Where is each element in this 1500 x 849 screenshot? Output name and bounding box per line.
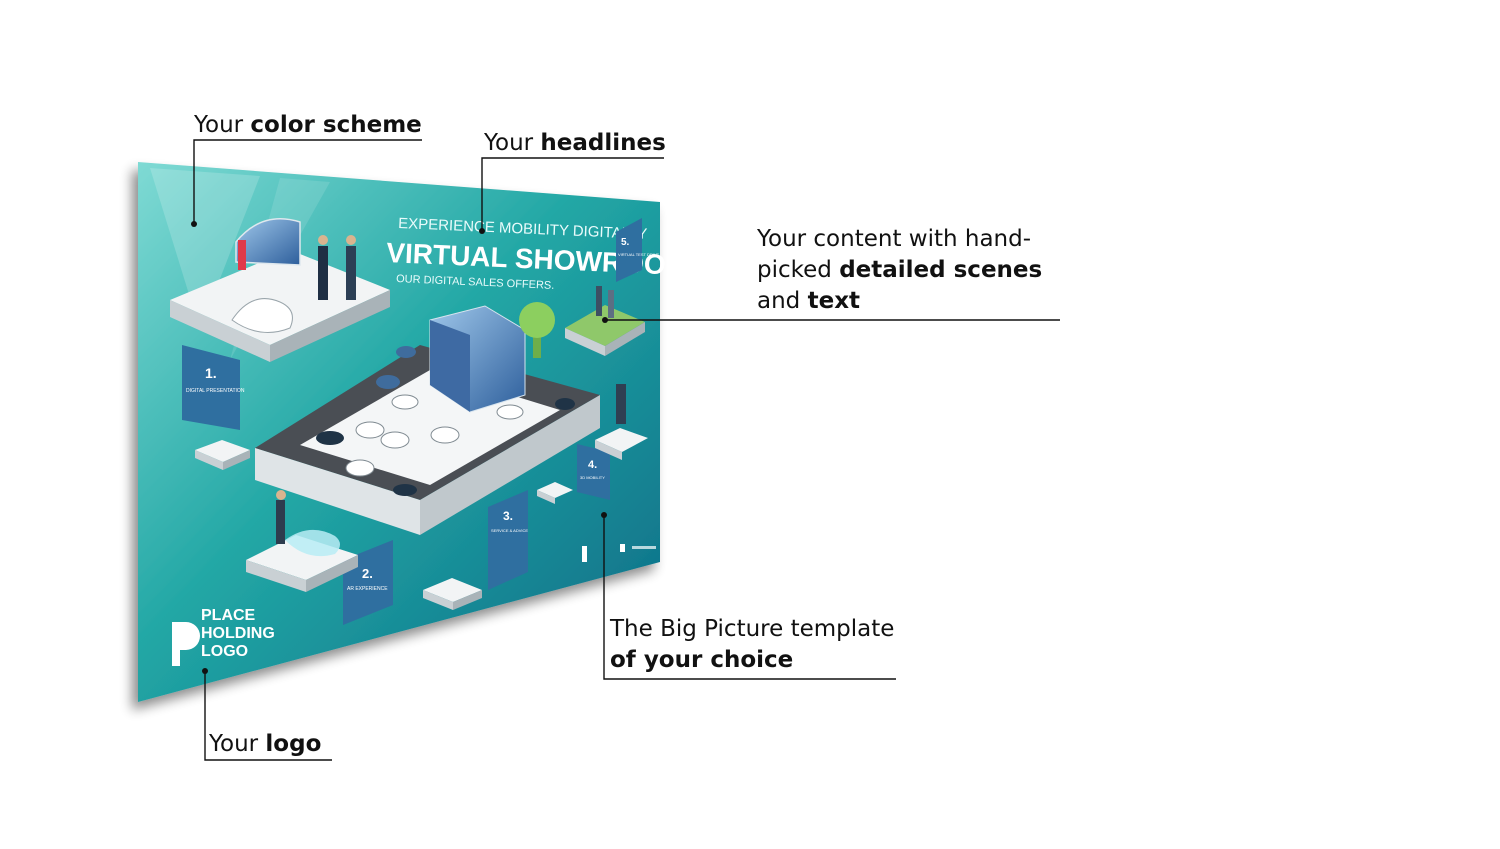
poster-logo: PLACE HOLDING LOGO bbox=[172, 607, 275, 666]
poster-footer-logos bbox=[582, 544, 656, 562]
cyclist-platform bbox=[565, 286, 645, 356]
callout-content-line-2-bold: detailed scenes bbox=[839, 257, 1043, 283]
marker-5-number: 5. bbox=[621, 237, 630, 248]
callout-content-line-1: Your content with hand- bbox=[757, 226, 1032, 252]
info-marker-5: 5. VIRTUAL TEST DRIVE bbox=[616, 218, 660, 282]
info-marker-3: 3. SERVICE & ADVICE bbox=[488, 490, 528, 590]
info-marker-1: 1. DIGITAL PRESENTATION bbox=[182, 345, 245, 430]
callout-template-line-1: The Big Picture template bbox=[610, 616, 895, 642]
callout-template: The Big Picture template of your choice bbox=[610, 614, 894, 676]
callout-logo-prefix: Your bbox=[209, 731, 266, 757]
logo-line-2: HOLDING bbox=[201, 625, 275, 642]
headlines-leader bbox=[481, 157, 664, 230]
callout-headlines-bold: headlines bbox=[540, 130, 666, 156]
marker-4-label: 3D MOBILITY bbox=[580, 475, 605, 480]
callout-color-scheme-bold: color scheme bbox=[250, 112, 422, 138]
callout-content-line-3-prefix: and bbox=[757, 288, 808, 314]
logo-line-1: PLACE bbox=[201, 607, 256, 624]
callout-color-scheme-prefix: Your bbox=[194, 112, 251, 138]
callout-color-scheme: Your color scheme bbox=[194, 110, 422, 141]
callout-content-line-3: and text bbox=[757, 286, 1042, 317]
info-marker-4: 4. 3D MOBILITY bbox=[577, 444, 610, 500]
callout-logo-bold: logo bbox=[265, 731, 322, 757]
leader-dots bbox=[191, 221, 608, 674]
leader-lines bbox=[193, 139, 1060, 761]
marker-3-number: 3. bbox=[503, 509, 513, 523]
marker-3-label: SERVICE & ADVICE bbox=[491, 528, 528, 533]
marker-1-number: 1. bbox=[205, 365, 217, 381]
marker-2-label: AR EXPERIENCE bbox=[347, 586, 388, 592]
callout-headlines: Your headlines bbox=[484, 128, 666, 159]
callout-headlines-prefix: Your bbox=[484, 130, 541, 156]
pavilion-platform bbox=[170, 218, 390, 362]
marker-5-label: VIRTUAL TEST DRIVE bbox=[618, 252, 660, 257]
template-leader bbox=[603, 516, 896, 680]
marker-2-number: 2. bbox=[362, 566, 373, 581]
callout-content-line-3-bold: text bbox=[807, 288, 861, 314]
showroom-block bbox=[255, 302, 600, 535]
logo-line-3: LOGO bbox=[201, 643, 248, 660]
color-scheme-leader bbox=[193, 139, 422, 222]
callout-logo: Your logo bbox=[209, 729, 321, 760]
logo-leader bbox=[204, 672, 332, 761]
marker-1-label: DIGITAL PRESENTATION bbox=[186, 388, 245, 394]
marker-4-number: 4. bbox=[588, 459, 597, 471]
callout-content: Your content with hand- picked detailed … bbox=[757, 224, 1042, 317]
callout-content-line-2: picked detailed scenes bbox=[757, 255, 1042, 286]
callout-template-line-2-bold: of your choice bbox=[610, 647, 794, 673]
floating-platforms bbox=[195, 384, 648, 610]
callout-content-line-2-prefix: picked bbox=[757, 257, 840, 283]
